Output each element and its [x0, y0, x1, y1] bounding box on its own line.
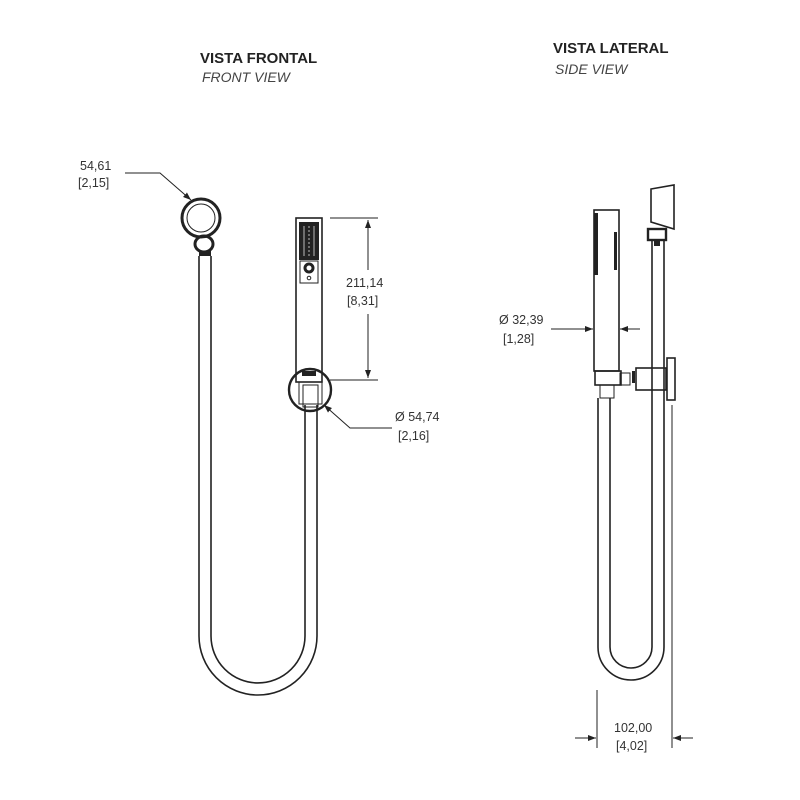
button-panel — [299, 260, 319, 284]
front-view-subtitle: FRONT VIEW — [202, 69, 292, 85]
wall-bracket — [635, 367, 667, 391]
diameter-dim-mm: Ø 32,39 — [499, 313, 544, 327]
handle-collar — [594, 370, 622, 386]
holder-dim-mm: Ø 54,74 — [395, 410, 440, 424]
side-view-title: VISTA LATERAL — [553, 40, 669, 57]
depth-dim-mm: 102,00 — [614, 721, 652, 735]
hose-connector — [193, 234, 215, 254]
holder-dim-in: [2,16] — [398, 429, 429, 443]
hose-inner — [210, 256, 306, 684]
ring-dim-mm: 54,61 — [80, 159, 111, 173]
diameter-dim-in: [1,28] — [503, 332, 534, 346]
mode-button-icon — [303, 262, 315, 274]
depth-dim-in: [4,02] — [616, 739, 647, 753]
hose-side-inner — [609, 240, 653, 669]
front-view-title: VISTA FRONTAL — [200, 50, 317, 67]
length-dim-mm: 211,14 — [346, 276, 383, 290]
side-view: Ø 32,39 [1,28] 102,00 [4,02] — [499, 184, 693, 753]
side-view-subtitle: SIDE VIEW — [555, 61, 629, 77]
length-dim-in: [8,31] — [347, 294, 378, 308]
ring-dim-in: [2,15] — [78, 176, 109, 190]
front-view: 54,61 [2,15] 211,14 [8,31] Ø 54,74 [2,16… — [78, 159, 440, 696]
wall-plate — [666, 357, 676, 401]
hose-side-outer — [597, 240, 665, 681]
top-bracket — [650, 184, 675, 231]
wall-ring — [180, 197, 222, 239]
hose-outer — [198, 256, 318, 696]
holder-ring — [287, 367, 333, 413]
